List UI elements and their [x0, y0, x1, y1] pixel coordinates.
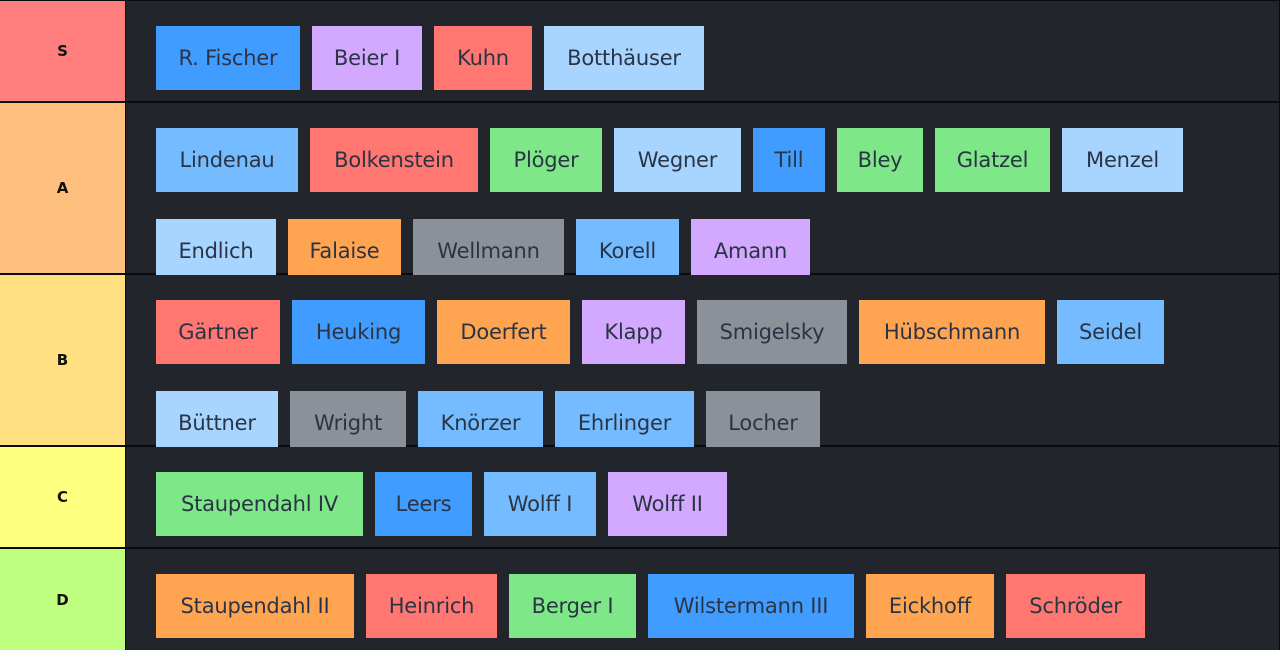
tier-item[interactable]: Hübschmann	[859, 300, 1045, 364]
tier-item[interactable]: Staupendahl II	[156, 574, 354, 638]
tier-item[interactable]: Wegner	[614, 128, 741, 192]
tier-item[interactable]: Falaise	[288, 219, 401, 283]
tier-item[interactable]: Wolff I	[484, 472, 596, 536]
tier-item[interactable]: R. Fischer	[156, 26, 300, 90]
tier-item[interactable]: Leers	[375, 472, 472, 536]
tier-label-b[interactable]: B	[0, 275, 125, 445]
tier-item[interactable]: Heinrich	[366, 574, 497, 638]
tier-item[interactable]: Bley	[837, 128, 923, 192]
tier-item[interactable]: Bolkenstein	[310, 128, 478, 192]
tier-item[interactable]: Plöger	[490, 128, 602, 192]
tier-item[interactable]: Büttner	[156, 391, 278, 455]
tier-label-c[interactable]: C	[0, 447, 125, 547]
tier-label-a[interactable]: A	[0, 103, 125, 273]
tier-item[interactable]: Amann	[691, 219, 810, 283]
tier-item[interactable]: Locher	[706, 391, 820, 455]
tier-item[interactable]: Korell	[576, 219, 679, 283]
tier-item[interactable]: Doerfert	[437, 300, 570, 364]
tier-item[interactable]: Gärtner	[156, 300, 280, 364]
tier-item[interactable]: Schröder	[1006, 574, 1145, 638]
tier-item[interactable]: Lindenau	[156, 128, 298, 192]
tier-item[interactable]: Wright	[290, 391, 406, 455]
tier-item[interactable]: Knörzer	[418, 391, 543, 455]
tier-label-s[interactable]: S	[0, 1, 125, 101]
tier-item[interactable]: Heuking	[292, 300, 425, 364]
tier-item[interactable]: Seidel	[1057, 300, 1164, 364]
tier-item[interactable]: Smigelsky	[697, 300, 847, 364]
tier-item[interactable]: Wilstermann III	[648, 574, 854, 638]
tier-item[interactable]: Klapp	[582, 300, 685, 364]
tier-item[interactable]: Wellmann	[413, 219, 564, 283]
tier-item[interactable]: Berger I	[509, 574, 636, 638]
tier-item[interactable]: Ehrlinger	[555, 391, 694, 455]
tier-item[interactable]: Wolff II	[608, 472, 727, 536]
tier-item[interactable]: Eickhoff	[866, 574, 994, 638]
tier-item[interactable]: Botthäuser	[544, 26, 704, 90]
tier-item[interactable]: Kuhn	[434, 26, 532, 90]
tier-item[interactable]: Endlich	[156, 219, 276, 283]
tier-item[interactable]: Glatzel	[935, 128, 1050, 192]
tier-item[interactable]: Staupendahl IV	[156, 472, 363, 536]
tier-item[interactable]: Beier I	[312, 26, 422, 90]
tier-item[interactable]: Menzel	[1062, 128, 1183, 192]
tier-item[interactable]: Till	[753, 128, 825, 192]
tier-label-d[interactable]: D	[0, 549, 125, 650]
